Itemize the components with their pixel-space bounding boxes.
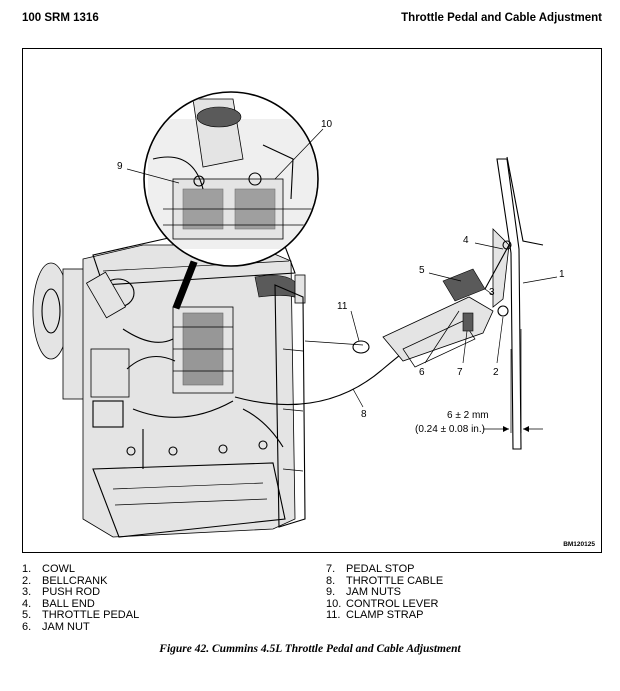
legend-item: 7.PEDAL STOP (326, 563, 415, 575)
figure-caption: Figure 42. Cummins 4.5L Throttle Pedal a… (159, 643, 461, 655)
legend-item: 11.CLAMP STRAP (326, 609, 424, 622)
callout-10: 10 (321, 119, 333, 130)
legend-column-1: 1.COWL 2.BELLCRANK 3.PUSH ROD 4.BALL END… (22, 563, 140, 634)
callout-2: 2 (493, 367, 499, 378)
legend-item: 1.COWL (22, 563, 75, 575)
figure-frame: 1 2 3 4 5 6 7 8 9 10 11 6 ± 2 mm (0.24 ±… (22, 48, 602, 553)
callout-labels: 1 2 3 4 5 6 7 8 9 10 11 6 ± 2 mm (0.24 ±… (117, 119, 565, 435)
callout-6: 6 (419, 367, 425, 378)
legend-item: 4.BALL END (22, 597, 95, 610)
callout-1: 1 (559, 269, 565, 280)
header-document-number: 100 SRM 1316 (22, 12, 99, 24)
figure-code: BM120125 (563, 541, 595, 548)
callout-4: 4 (463, 235, 469, 246)
callout-9: 9 (117, 161, 123, 172)
detail-inset (143, 91, 319, 310)
legend-item: 8.THROTTLE CABLE (326, 574, 444, 587)
legend-item: 3.PUSH ROD (22, 586, 101, 599)
pedal-assembly-drawing (382, 156, 544, 450)
legend-item: 9.JAM NUTS (326, 586, 401, 599)
engine-drawing (32, 236, 306, 538)
legend-item: 5.THROTTLE PEDAL (22, 609, 140, 622)
leader-lines (126, 128, 558, 408)
callout-8: 8 (361, 409, 367, 420)
dimension-imperial: (0.24 ± 0.08 in.) (415, 424, 485, 435)
header-section-title: Throttle Pedal and Cable Adjustment (401, 12, 602, 24)
engine-illustration: 1 2 3 4 5 6 7 8 9 10 11 6 ± 2 mm (0.24 ±… (32, 91, 565, 538)
callout-3: 3 (489, 287, 495, 298)
callout-7: 7 (457, 367, 463, 378)
callout-5: 5 (419, 265, 425, 276)
callout-11: 11 (337, 301, 348, 312)
dimension-metric: 6 ± 2 mm (447, 410, 489, 421)
legend-item: 10.CONTROL LEVER (326, 597, 439, 610)
legend-item: 2.BELLCRANK (22, 574, 108, 587)
legend-column-2: 7.PEDAL STOP 8.THROTTLE CABLE 9.JAM NUTS… (326, 563, 444, 622)
legend-item: 6.JAM NUT (22, 620, 90, 633)
